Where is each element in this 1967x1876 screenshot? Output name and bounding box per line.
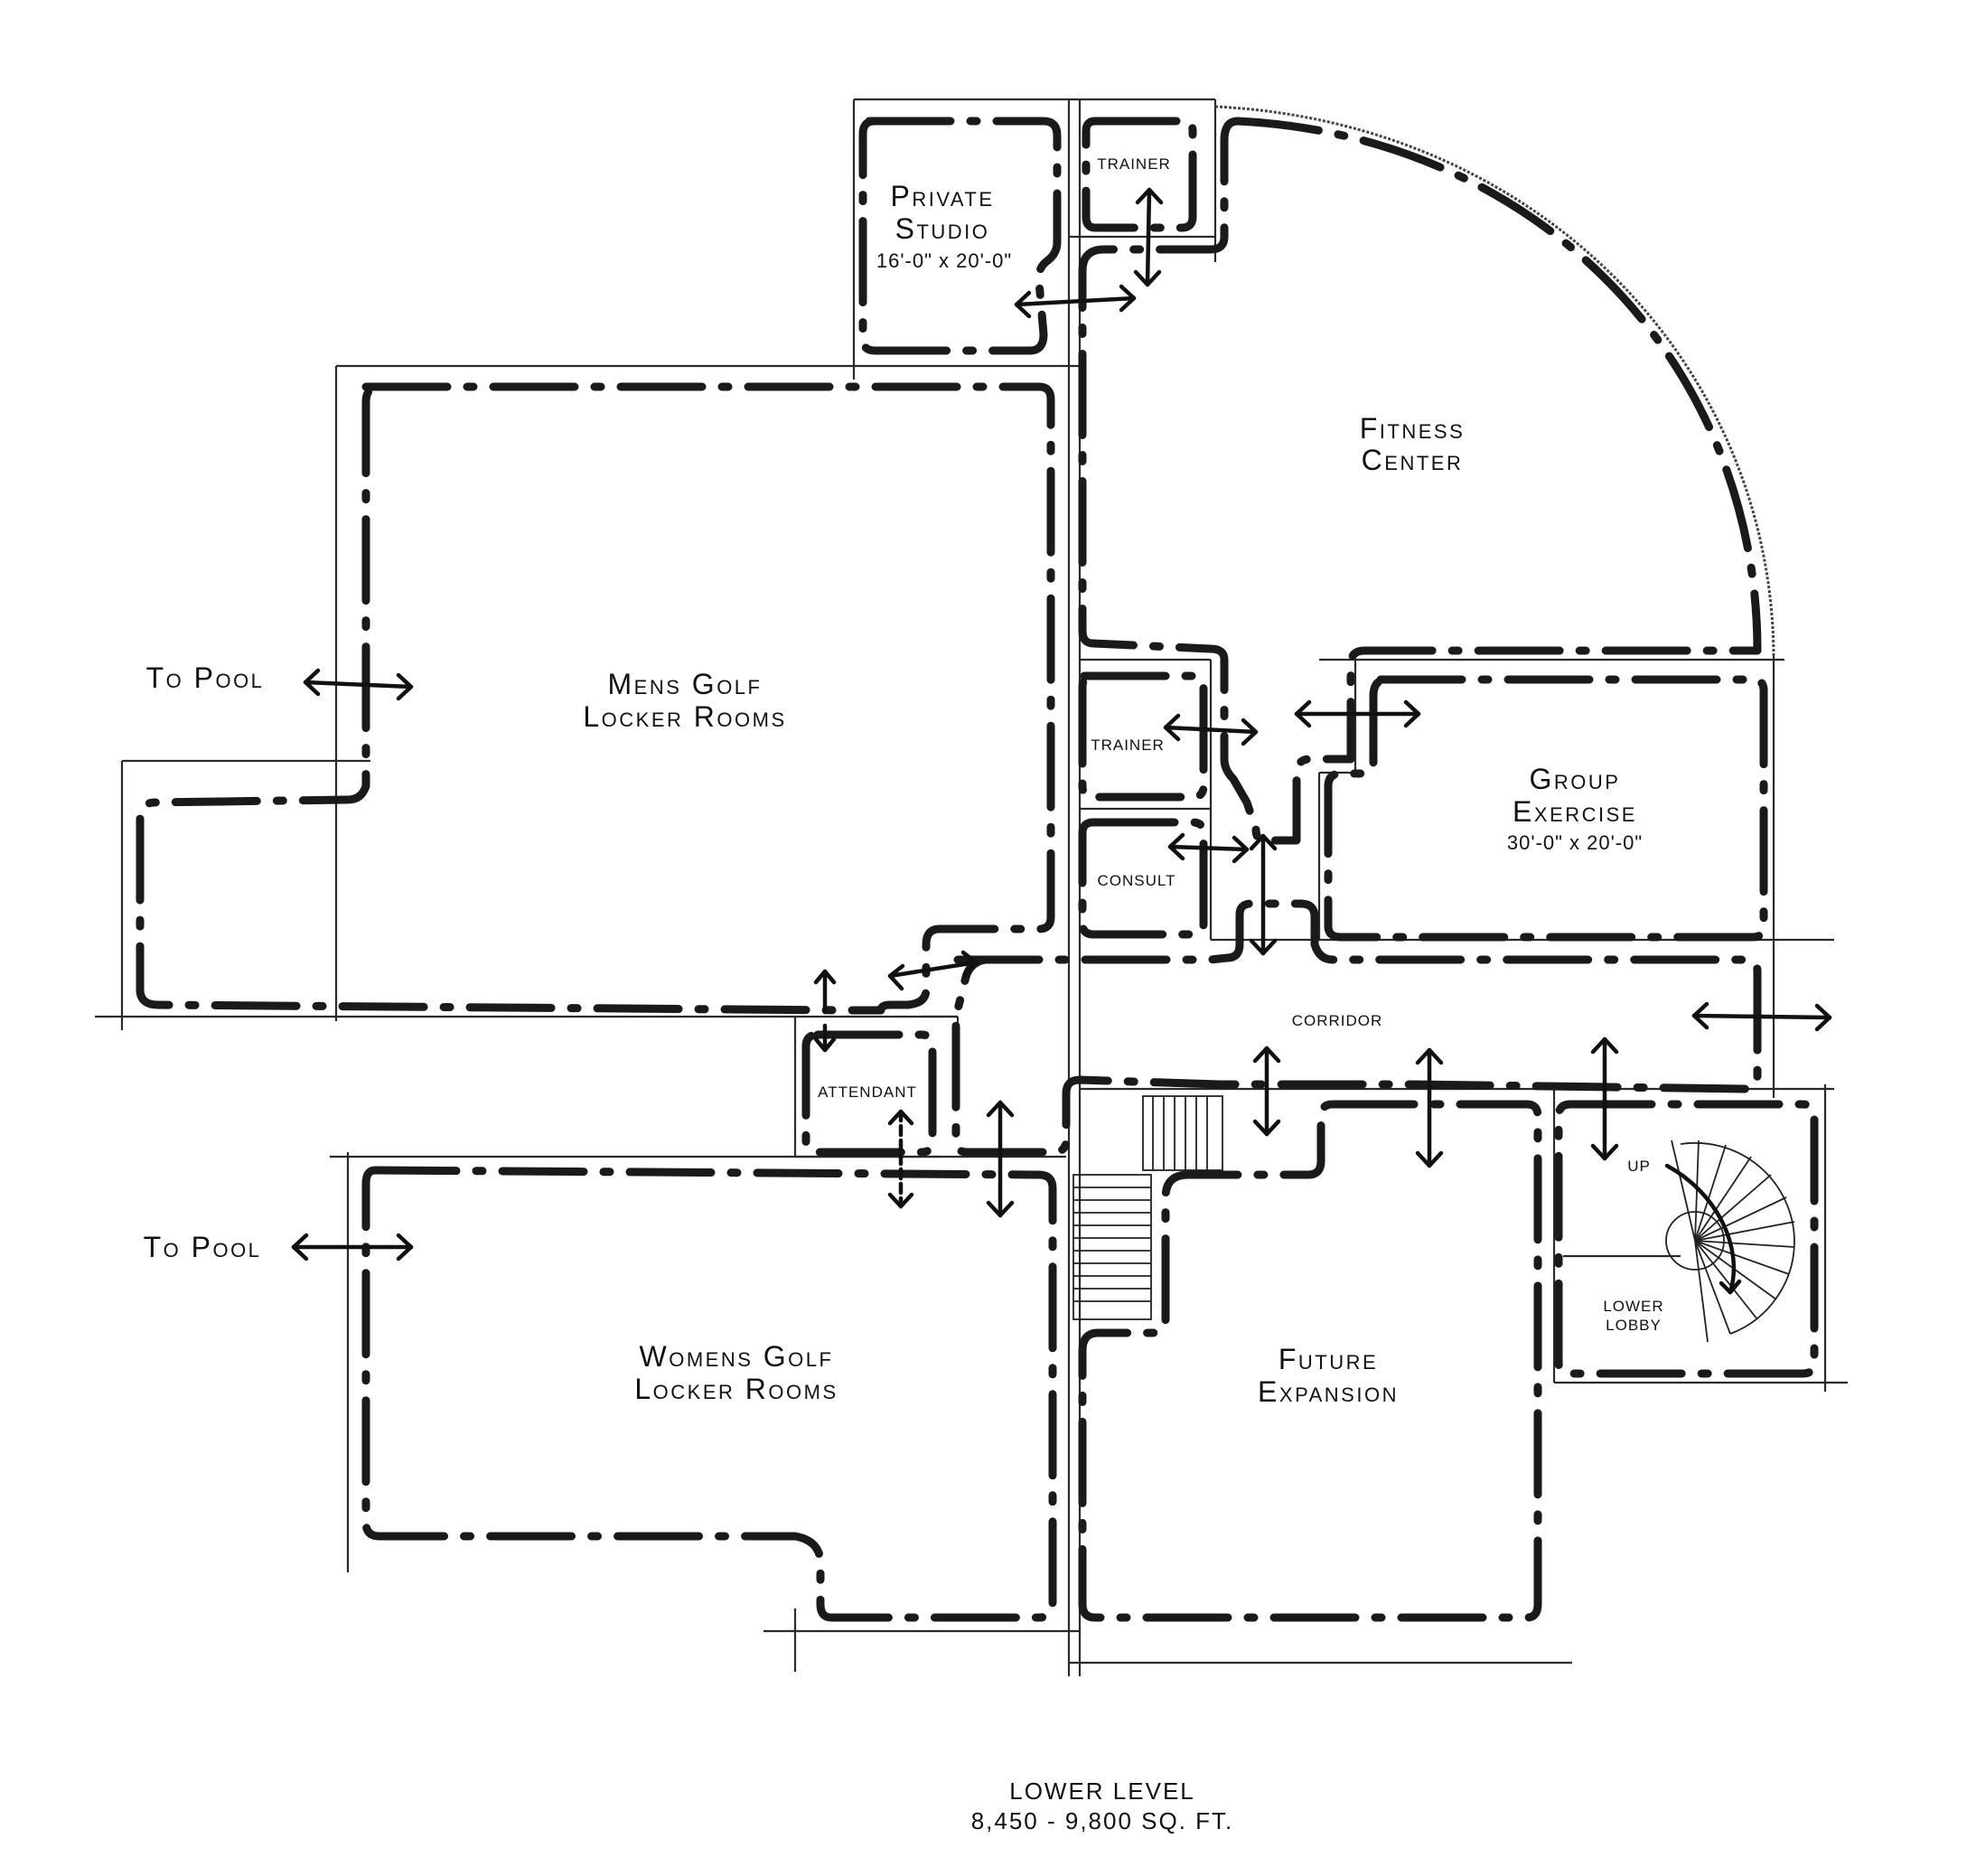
private-studio-label-1: Private (890, 180, 994, 212)
private-studio-label-2: Studio (895, 212, 990, 245)
future-expansion-wall (1078, 1100, 1542, 1622)
structure-lines (95, 98, 1848, 1676)
womens-locker-label-1: Womens Golf (640, 1340, 834, 1373)
arrow-group (1294, 699, 1421, 728)
arrow-attendant-down (887, 1109, 914, 1209)
arrow-future (1415, 1047, 1444, 1168)
lower-lobby-wall (1554, 1100, 1819, 1378)
walls (136, 117, 1819, 1622)
spiral-stair (1664, 1140, 1795, 1343)
mens-locker-label-2: Locker Rooms (583, 700, 786, 733)
corridor-label: CORRIDOR (1292, 1012, 1383, 1029)
arrow-studio (1014, 284, 1137, 319)
private-studio-wall (858, 117, 1062, 355)
future-expansion-label-1: Future (1279, 1343, 1378, 1375)
private-studio-size: 16'-0" x 20'-0" (876, 249, 1012, 272)
fitness-label-1: Fitness (1360, 412, 1466, 445)
corridor-wall (951, 899, 1762, 1157)
trainer-mid-label: TRAINER (1091, 736, 1165, 754)
lower-lobby-label-2: LOBBY (1606, 1317, 1662, 1334)
womens-locker-wall (361, 1166, 1057, 1622)
footer-area: 8,450 - 9,800 SQ. FT. (971, 1807, 1234, 1834)
arrow-trainer-mid (1163, 713, 1259, 746)
arrow-consult-vert (1249, 833, 1278, 956)
trainer-top-label: TRAINER (1097, 155, 1171, 173)
arrow-exit-east (1691, 1001, 1832, 1032)
to-pool-upper-label: To Pool (146, 661, 265, 694)
consult-wall (1078, 818, 1208, 939)
circulation-arrows (291, 187, 1832, 1262)
straight-stairs (1072, 1095, 1223, 1320)
fitness-label-2: Center (1362, 444, 1464, 476)
to-pool-lower-label: To Pool (144, 1231, 262, 1263)
arrow-trainer-top (1133, 187, 1164, 287)
arrow-mens-corridor (887, 950, 979, 991)
lower-lobby-label-1: LOWER (1603, 1298, 1663, 1315)
room-labels: Private Studio 16'-0" x 20'-0" TRAINER F… (144, 155, 1663, 1834)
group-exercise-label-1: Group (1530, 763, 1621, 795)
attendant-label: ATTENDANT (818, 1083, 917, 1101)
stair-up-label: UP (1627, 1158, 1651, 1175)
fitness-outer-arc (1214, 105, 1775, 656)
arrow-womens (986, 1100, 1015, 1218)
consult-label: CONSULT (1098, 872, 1176, 889)
arrow-lobby (1590, 1036, 1619, 1161)
womens-locker-label-2: Locker Rooms (634, 1373, 838, 1405)
attendant-wall (801, 1030, 937, 1157)
fitness-wall (1078, 117, 1762, 845)
future-expansion-label-2: Expansion (1258, 1375, 1399, 1408)
trainer-mid-wall (1078, 671, 1208, 802)
arrow-consult (1167, 832, 1250, 864)
mens-locker-label-1: Mens Golf (608, 668, 763, 700)
arrow-to-pool-lower (291, 1233, 414, 1262)
arrow-to-pool-upper (303, 668, 414, 701)
trainer-top-wall (1082, 117, 1197, 232)
arrow-stairs (1252, 1046, 1281, 1137)
arrow-attendant-up (813, 969, 837, 1053)
group-exercise-size: 30'-0" x 20'-0" (1507, 831, 1643, 854)
group-exercise-label-2: Exercise (1513, 795, 1637, 828)
footer-level: LOWER LEVEL (1009, 1778, 1195, 1805)
group-exercise-wall (1324, 675, 1768, 942)
mens-locker-wall (136, 382, 1055, 1015)
